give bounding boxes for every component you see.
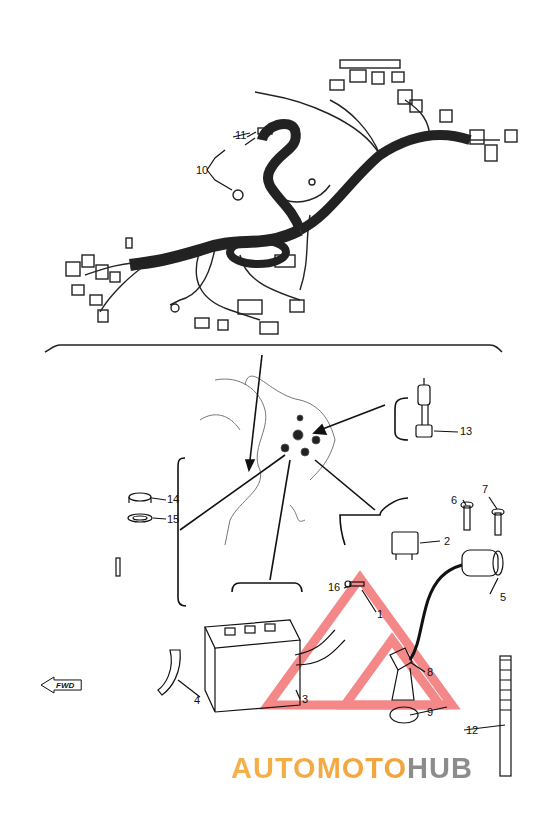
- callout-number: 5: [500, 592, 506, 603]
- callout-number: 7: [482, 484, 488, 495]
- watermark-logo: [268, 578, 452, 705]
- callout-number: 4: [194, 695, 200, 706]
- callout-number: 13: [460, 426, 472, 437]
- pointer-lines: [178, 355, 408, 606]
- callout-number: 10: [196, 165, 208, 176]
- callout-number: 12: [466, 725, 478, 736]
- callout-number: 15: [167, 514, 179, 525]
- callout-number: 14: [167, 494, 179, 505]
- callout-number: 6: [451, 495, 457, 506]
- wire-harness: [45, 60, 517, 352]
- parts: [116, 133, 511, 776]
- callout-number: 8: [427, 667, 433, 678]
- callout-number: 11: [235, 130, 246, 141]
- callout-number: 9: [427, 707, 433, 718]
- watermark: AUTOMOTOHUB: [231, 754, 473, 783]
- callout-number: 3: [302, 694, 308, 705]
- callout-number: 16: [328, 582, 340, 593]
- callout-number: 2: [444, 536, 450, 547]
- direction-arrow: FWD: [40, 676, 82, 694]
- arrow-text: FWD: [40, 676, 82, 690]
- callout-number: 1: [377, 609, 383, 620]
